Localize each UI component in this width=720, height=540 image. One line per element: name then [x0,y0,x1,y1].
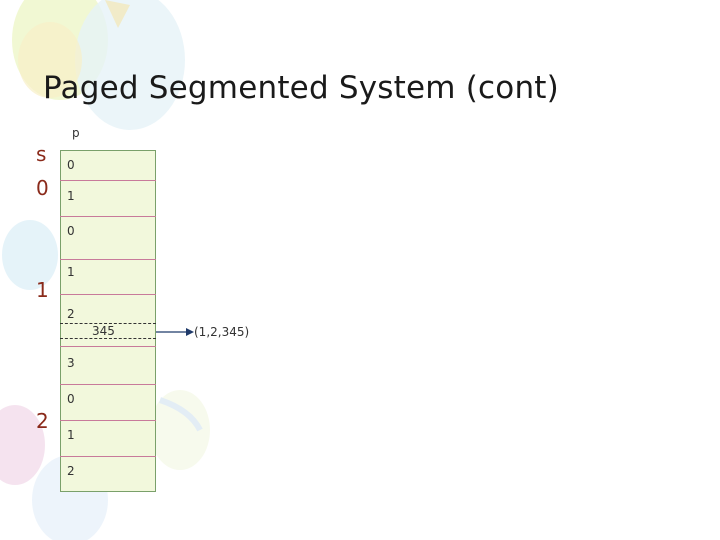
cell-divider [60,259,156,260]
cell-divider [60,420,156,421]
segment-label-0: 0 [36,176,49,200]
cell-divider [60,456,156,457]
cell-divider [60,346,156,347]
page-cell-s2-p2: 2 [67,464,75,478]
page-cell-s2-p0: 0 [67,392,75,406]
page-cell-s1-p2: 2 [67,307,75,321]
segment-label-1: 1 [36,278,49,302]
page-cell-s2-p1: 1 [67,428,75,442]
page-table-column [60,150,156,492]
page-cell-s0-p1: 1 [67,189,75,203]
page-axis-label: p [72,126,80,140]
page-cell-s0-p0: 0 [67,158,75,172]
page-title: Paged Segmented System (cont) [43,70,559,106]
cell-divider [60,294,156,295]
page-cell-s1-p3: 3 [67,356,75,370]
cell-divider [60,180,156,181]
arrow-right-icon [156,328,194,336]
highlighted-offset-value: 345 [92,324,115,338]
page-cell-s1-p0: 0 [67,224,75,238]
page-cell-s1-p1: 1 [67,265,75,279]
highlighted-offset-row [60,323,156,339]
segment-divider [60,216,156,217]
address-result: (1,2,345) [194,325,250,339]
segment-divider [60,384,156,385]
segment-axis-label: s [36,142,47,166]
segment-label-2: 2 [36,409,49,433]
